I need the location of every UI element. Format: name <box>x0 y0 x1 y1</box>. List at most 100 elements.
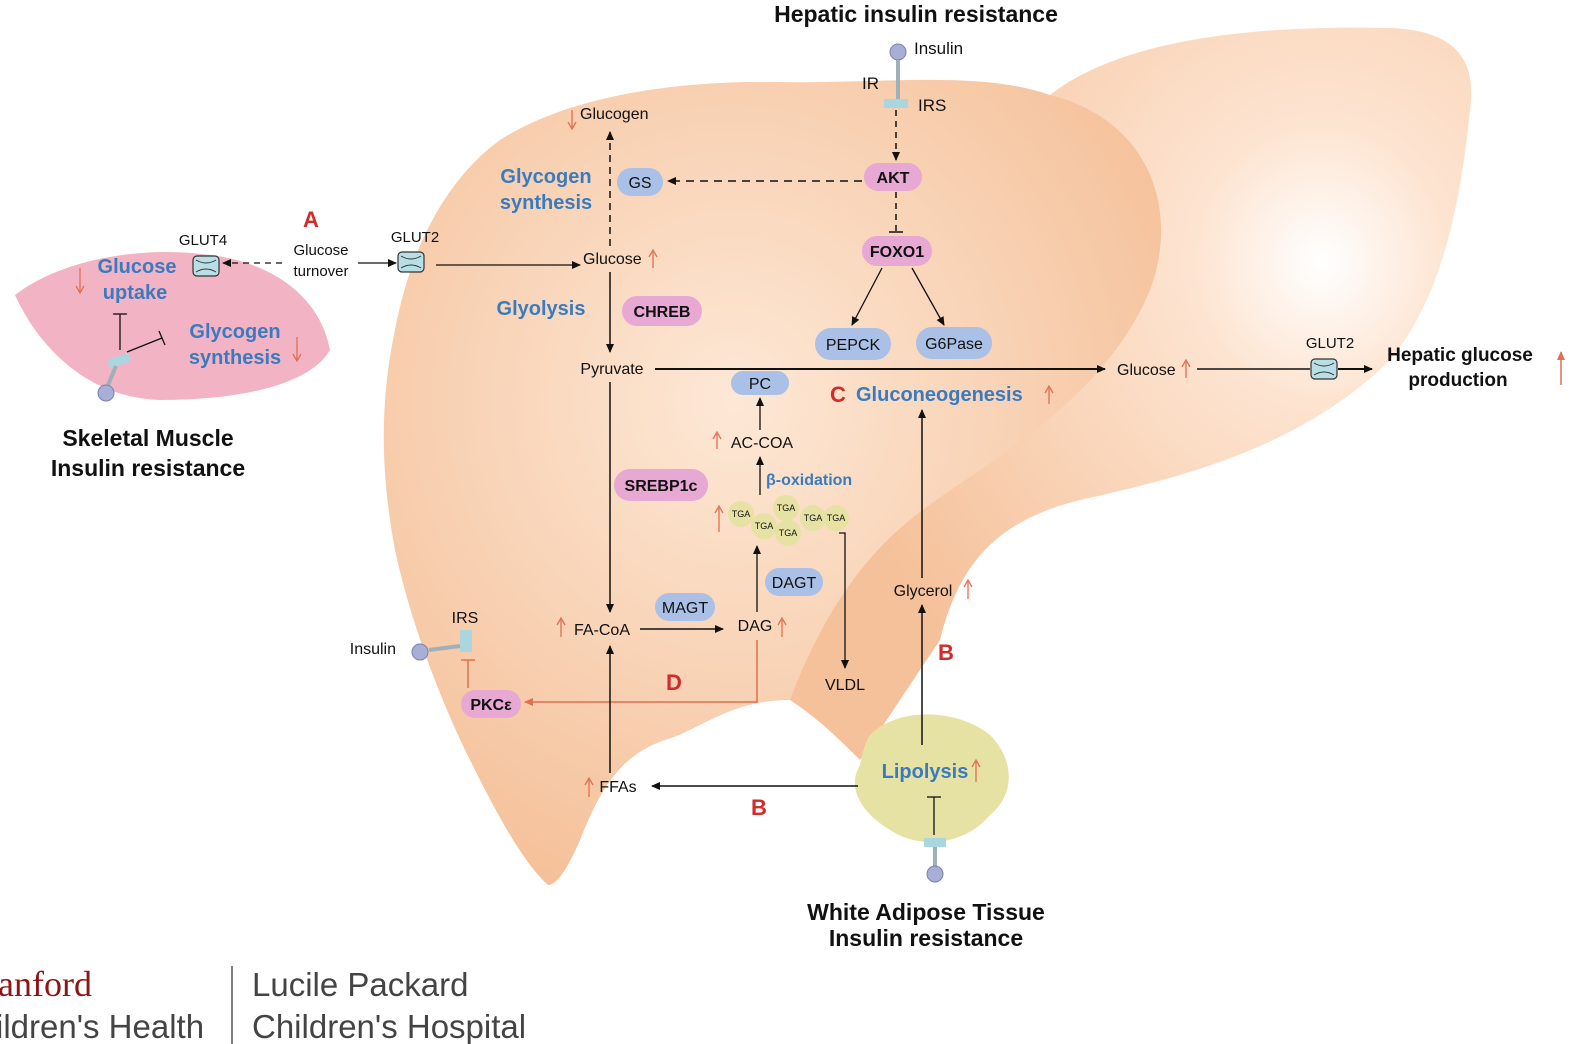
insulin-top-label: Insulin <box>914 39 963 58</box>
stanford-logo-line1: anford <box>0 964 92 1004</box>
dag-label: DAG <box>738 618 773 635</box>
hgp-title-line1: Hepatic glucose <box>1387 345 1533 366</box>
lpch-logo-line1: Lucile Packard <box>252 966 468 1003</box>
magt-pill <box>655 593 715 621</box>
insulin-left-label: Insulin <box>350 641 396 658</box>
glut2-right-transporter-icon <box>1310 358 1338 380</box>
adipose-insulin-receptor <box>924 838 946 883</box>
tga-label: TGA <box>779 528 798 538</box>
tga-droplet-cluster: TGA TGA TGA TGA TGA TGA <box>728 495 849 546</box>
glycogen-synthesis-label-line2: synthesis <box>500 192 592 214</box>
muscle-title-line1: Skeletal Muscle <box>62 425 233 451</box>
foxo1-to-g6pase-arrow <box>911 267 945 326</box>
foxo1-to-pepck-arrow <box>851 267 883 326</box>
glut2-left-label: GLUT2 <box>391 229 439 246</box>
lipolysis-label: Lipolysis <box>882 761 969 783</box>
akt-pill <box>864 163 922 191</box>
magt-label: MAGT <box>662 600 708 617</box>
letter-a: A <box>303 207 319 232</box>
insulin-muscle-icon <box>97 384 115 402</box>
pkce-label: PKCε <box>470 697 512 714</box>
foxo1-pill <box>862 236 932 266</box>
vldl-label: VLDL <box>825 677 865 694</box>
glucose-turnover-line1: Glucose <box>293 242 348 259</box>
lpch-logo-line2: Children's Hospital <box>252 1008 526 1044</box>
insulin-adipose-icon <box>926 865 944 883</box>
muscle-glycogen-line2: synthesis <box>189 347 281 369</box>
glycerol-label: Glycerol <box>894 583 953 600</box>
insulin-top-icon <box>889 43 907 61</box>
g6pase-pill <box>916 327 992 359</box>
g6pase-label: G6Pase <box>925 336 983 353</box>
tga-droplet <box>728 501 754 527</box>
muscle-inhibit-glycogen <box>126 337 163 353</box>
pc-pill <box>731 371 789 395</box>
glyolysis-label: Glyolysis <box>497 298 586 320</box>
irs-left-icon <box>460 630 472 652</box>
glut2-left-transporter-icon <box>397 251 425 273</box>
dagt-label: DAGT <box>772 575 817 592</box>
pkce-pill <box>461 690 521 718</box>
pyruvate-label: Pyruvate <box>580 361 643 378</box>
left-insulin-receptor <box>411 630 472 661</box>
letter-b-bottom: B <box>751 795 767 820</box>
letter-c: C <box>830 382 846 407</box>
tga-label: TGA <box>732 509 751 519</box>
adipose-title-line2: Insulin resistance <box>829 925 1023 951</box>
glucose-turnover-line2: turnover <box>293 263 348 280</box>
stanford-logo-line2: ildren's Health <box>0 1008 204 1044</box>
adipose-title-line1: White Adipose Tissue <box>807 899 1045 925</box>
glycogen-synthesis-label-line1: Glycogen <box>500 166 591 188</box>
hgp-title-line2: production <box>1408 370 1507 391</box>
muscle-insulin-receptor <box>97 352 132 402</box>
fa-coa-label: FA-CoA <box>574 622 630 639</box>
tga-droplet <box>800 505 826 531</box>
insulin-left-icon <box>411 643 429 661</box>
irs-left-label: IRS <box>452 610 479 627</box>
pepck-pill <box>815 328 891 360</box>
srebp1c-label: SREBP1c <box>625 478 698 495</box>
tga-droplet <box>823 505 849 531</box>
dagt-pill <box>765 568 823 596</box>
letter-d: D <box>666 670 682 695</box>
tga-droplet <box>751 513 777 539</box>
glucose-right-label: Glucose <box>1117 362 1176 379</box>
gs-label: GS <box>628 175 651 192</box>
ffas-label: FFAs <box>599 779 636 796</box>
ir-label: IR <box>862 74 879 93</box>
chreb-pill <box>622 296 702 326</box>
tga-label: TGA <box>804 513 823 523</box>
glucose-mid-label: Glucose <box>583 251 642 268</box>
irs-top-label: IRS <box>918 96 946 115</box>
tga-to-vldl-arrow <box>839 532 849 669</box>
irs-top-icon <box>884 99 908 108</box>
glut4-transporter-icon <box>192 255 220 277</box>
gs-pill <box>617 168 663 196</box>
tga-droplet <box>775 520 801 546</box>
tga-droplet <box>773 495 799 521</box>
muscle-glucose-uptake-line2: uptake <box>103 282 167 304</box>
top-insulin-receptor <box>884 43 908 108</box>
chreb-label: CHREB <box>634 304 691 321</box>
pepck-label: PEPCK <box>826 337 881 354</box>
tga-label: TGA <box>755 521 774 531</box>
tga-label: TGA <box>827 513 846 523</box>
muscle-title-line2: Insulin resistance <box>51 455 245 481</box>
gluconeogenesis-label: Gluconeogenesis <box>856 384 1023 406</box>
srebp1c-pill <box>614 469 708 501</box>
tga-label: TGA <box>777 503 796 513</box>
glut4-label: GLUT4 <box>179 232 227 249</box>
adipose-shape <box>854 714 1009 842</box>
letter-b-right: B <box>938 640 954 665</box>
foxo1-label: FOXO1 <box>870 244 924 261</box>
beta-oxidation-label: β-oxidation <box>766 472 852 489</box>
dag-to-pkce-arrow <box>524 640 758 706</box>
skeletal-muscle-shape <box>15 251 330 400</box>
pc-label: PC <box>749 376 771 393</box>
glut2-right-label: GLUT2 <box>1306 335 1354 352</box>
hospital-logo: anford ildren's Health Lucile Packard Ch… <box>0 964 526 1044</box>
glucogen-label: Glucogen <box>580 106 649 123</box>
muscle-glycogen-line1: Glycogen <box>189 321 280 343</box>
liver-shape <box>383 27 1472 886</box>
